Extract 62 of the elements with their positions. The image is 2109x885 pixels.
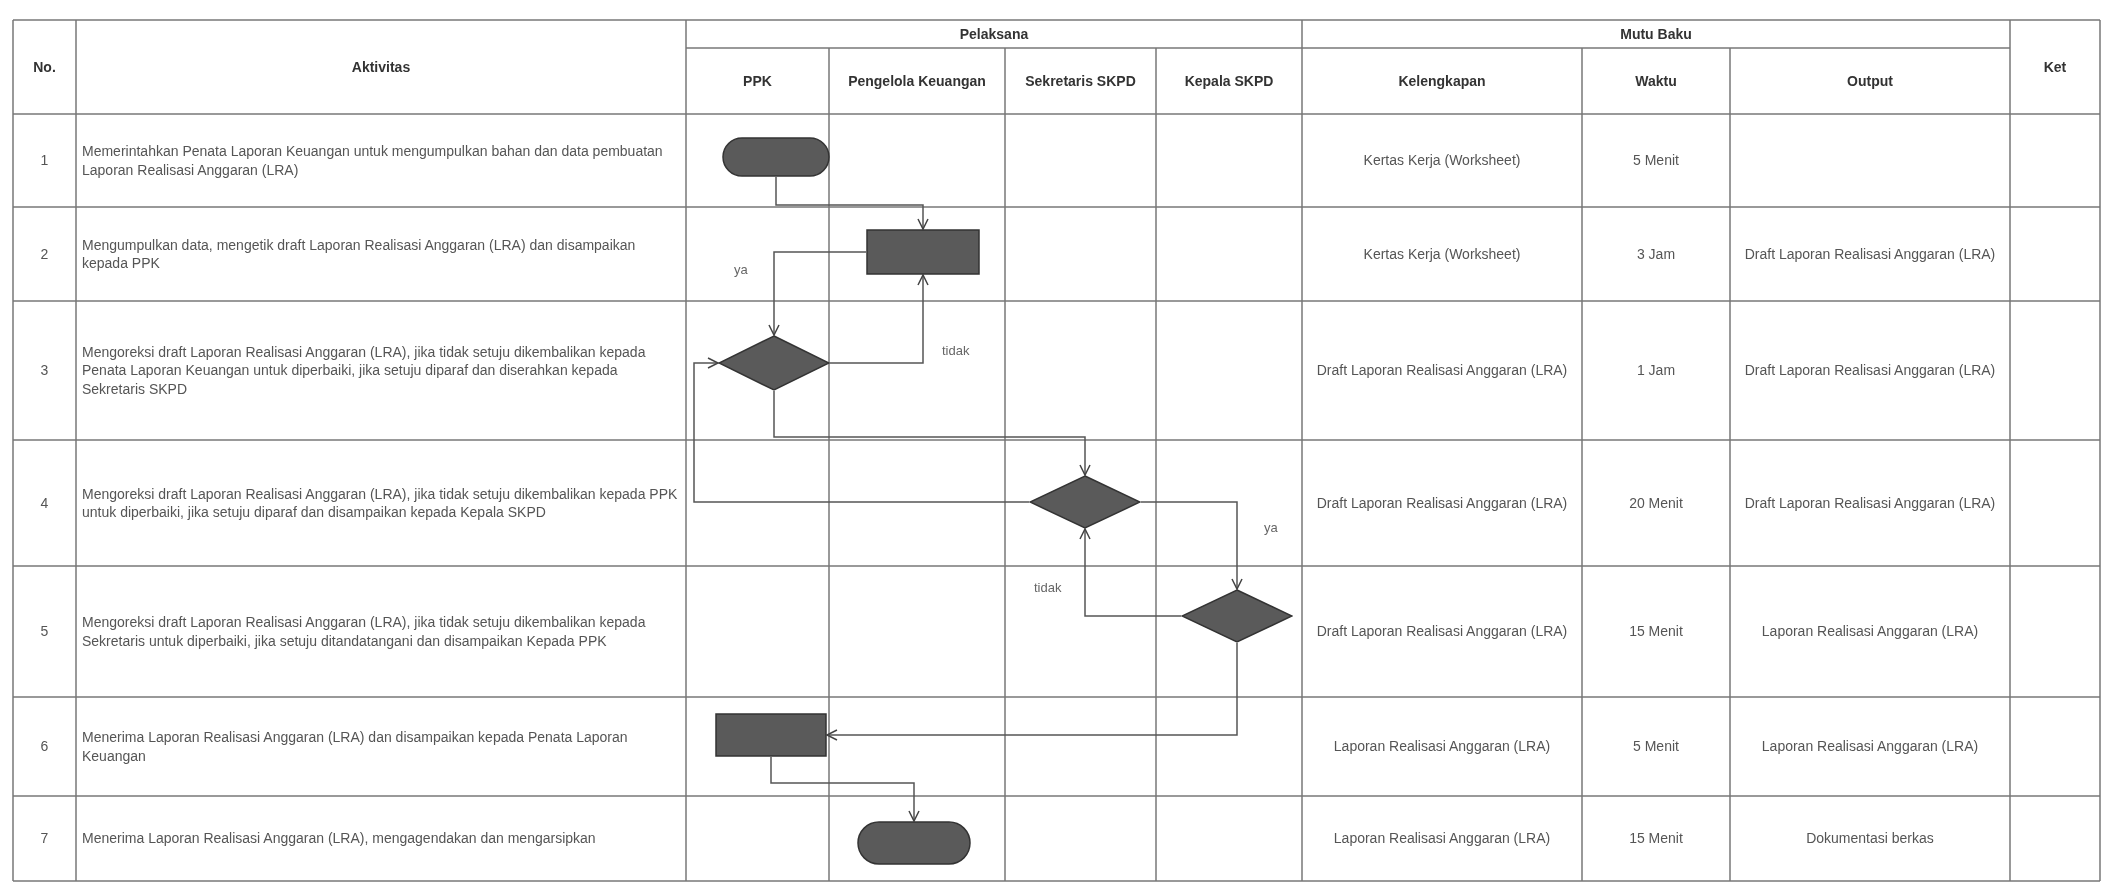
row-number: 3 [40, 361, 49, 380]
connector-arrow [775, 176, 929, 230]
terminator-shape [857, 821, 971, 865]
requirement-text: Draft Laporan Realisasi Anggaran (LRA) [1316, 361, 1568, 380]
activity-text: Mengoreksi draft Laporan Realisasi Anggaran (LRA), jika tidak setuju dikembalikan kepada PPK untuk diperbaiki, jika setuju diparaf dan disampaikan kepada Kepala SKPD [82, 484, 679, 522]
duration-text: 5 Menit [1633, 737, 1679, 756]
row-number: 6 [40, 737, 49, 756]
activity-text: Mengumpulkan data, mengetik draft Laporan Realisasi Anggaran (LRA) dan disampaikan kepada PPK [82, 235, 637, 273]
connector-arrow [768, 251, 867, 336]
connector-arrow [1079, 528, 1182, 617]
row-number: 2 [40, 244, 49, 264]
duration-text: 3 Jam [1636, 244, 1676, 264]
requirement-text: Laporan Realisasi Anggaran (LRA) [1333, 829, 1551, 848]
decision-diamond [718, 335, 830, 391]
activity-text: Menerima Laporan Realisasi Anggaran (LRA) dan disampaikan kepada Penata Laporan Keuangan [82, 728, 629, 765]
connector-arrow [693, 357, 1030, 503]
column-header: Ket [2043, 57, 2067, 77]
requirement-text: Kertas Kerja (Worksheet) [1363, 244, 1521, 264]
duration-text: 1 Jam [1636, 361, 1676, 380]
activity-text: Mengoreksi draft Laporan Realisasi Anggaran (LRA), jika tidak setuju dikembalikan kepada Penata Laporan Keuangan untuk diperbaiki, jika setuju diparaf dan diserahkan kepada Sekretaris SKPD [82, 343, 647, 398]
activity-text: Mengoreksi draft Laporan Realisasi Anggaran (LRA), jika tidak setuju dikembalikan kepada Sekretaris untuk diperbaiki, jika setuju ditandatangani dan disampaikan Kepada PPK [82, 613, 647, 650]
duration-text: 20 Menit [1629, 493, 1683, 513]
requirement-text: Draft Laporan Realisasi Anggaran (LRA) [1316, 622, 1568, 641]
column-header: PPK [743, 71, 772, 91]
requirement-text: Kertas Kerja (Worksheet) [1363, 151, 1521, 170]
column-header: Sekretaris SKPD [1025, 71, 1136, 91]
column-header: Kepala SKPD [1184, 71, 1274, 91]
output-text: Laporan Realisasi Anggaran (LRA) [1761, 737, 1979, 756]
output-text: Draft Laporan Realisasi Anggaran (LRA) [1744, 244, 1996, 264]
row-number: 5 [40, 622, 49, 641]
column-header: No. [33, 57, 56, 77]
row-number: 1 [40, 151, 49, 170]
output-text: Draft Laporan Realisasi Anggaran (LRA) [1744, 493, 1996, 513]
row-number: 4 [40, 493, 49, 513]
duration-text: 15 Menit [1629, 622, 1683, 641]
process-box [866, 229, 980, 275]
connector-arrow [829, 274, 929, 364]
requirement-text: Laporan Realisasi Anggaran (LRA) [1333, 737, 1551, 756]
activity-text: Menerima Laporan Realisasi Anggaran (LRA), mengagendakan dan mengarsipkan [82, 829, 596, 848]
decision-diamond [1181, 589, 1293, 643]
output-text: Laporan Realisasi Anggaran (LRA) [1761, 622, 1979, 641]
row-number: 7 [40, 829, 49, 848]
connector-arrow [1140, 501, 1243, 590]
column-header: Pelaksana [959, 24, 1029, 44]
column-header: Aktivitas [351, 57, 411, 77]
column-header: Kelengkapan [1398, 71, 1486, 91]
output-text: Draft Laporan Realisasi Anggaran (LRA) [1744, 361, 1996, 380]
requirement-text: Draft Laporan Realisasi Anggaran (LRA) [1316, 493, 1568, 513]
output-text: Dokumentasi berkas [1806, 829, 1934, 848]
terminator-shape [722, 137, 830, 177]
duration-text: 5 Menit [1633, 151, 1679, 170]
connector-arrow [773, 390, 1091, 476]
activity-text: Memerintahkan Penata Laporan Keuangan untuk mengumpulkan bahan dan data pembuatan Laporan Realisasi Anggaran (LRA) [82, 142, 664, 179]
column-header: Waktu [1635, 71, 1677, 91]
connector-arrow [770, 756, 920, 822]
column-header: Pengelola Keuangan [848, 71, 986, 91]
column-header: Output [1847, 71, 1893, 91]
column-header: Mutu Baku [1620, 24, 1692, 44]
process-box [715, 713, 827, 757]
connector-arrow [826, 642, 1238, 741]
decision-diamond [1029, 475, 1141, 529]
duration-text: 15 Menit [1629, 829, 1683, 848]
